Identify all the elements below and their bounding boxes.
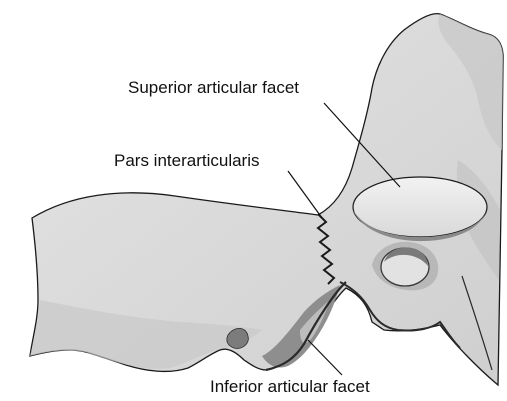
leader-inferior-articular-facet	[308, 340, 342, 375]
leader-pars-interarticularis	[288, 171, 322, 218]
label-pars-interarticularis: Pars interarticularis	[114, 152, 260, 169]
label-superior-articular-facet: Superior articular facet	[128, 79, 299, 96]
label-inferior-articular-facet: Inferior articular facet	[210, 378, 370, 395]
